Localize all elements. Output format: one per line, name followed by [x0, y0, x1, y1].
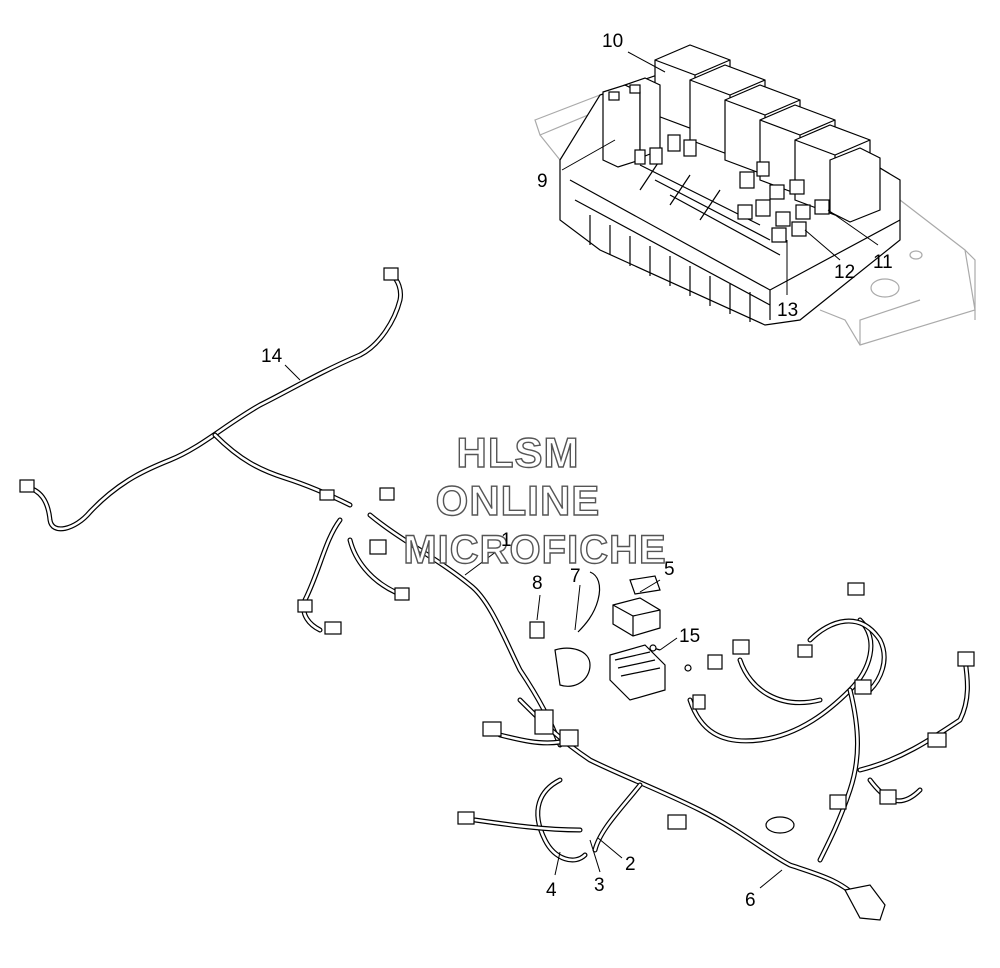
callout-8: 8 [532, 573, 543, 594]
watermark-line2: ONLINE [436, 477, 601, 524]
leader-lines [284, 51, 879, 889]
callout-12: 12 [834, 262, 855, 283]
callout-1: 1 [501, 530, 512, 551]
watermark-line1: HLSM [457, 429, 580, 476]
relay-row [654, 44, 881, 223]
watermark: HLSM ONLINE MICROFICHE [403, 428, 667, 572]
fuse-relay-box [534, 44, 976, 346]
callout-2: 2 [625, 854, 636, 875]
callout-5: 5 [664, 559, 675, 580]
callout-4: 4 [546, 880, 557, 901]
callout-labels: 1 2 3 4 5 6 7 8 9 10 11 12 13 14 15 [261, 31, 893, 911]
small-fuses [634, 134, 830, 243]
harness-1 [297, 487, 563, 748]
callout-3: 3 [594, 875, 605, 896]
callout-10: 10 [602, 31, 623, 52]
watermark-line3: MICROFICHE [403, 528, 666, 572]
callout-14: 14 [261, 346, 283, 367]
callout-13: 13 [777, 300, 798, 321]
callout-15: 15 [679, 626, 700, 647]
harness-14 [19, 267, 403, 532]
callout-11: 11 [873, 252, 893, 273]
module-components [529, 571, 692, 701]
callout-9: 9 [537, 171, 548, 192]
callout-6: 6 [745, 890, 756, 911]
harness-main [457, 582, 975, 921]
callout-7: 7 [570, 566, 581, 587]
